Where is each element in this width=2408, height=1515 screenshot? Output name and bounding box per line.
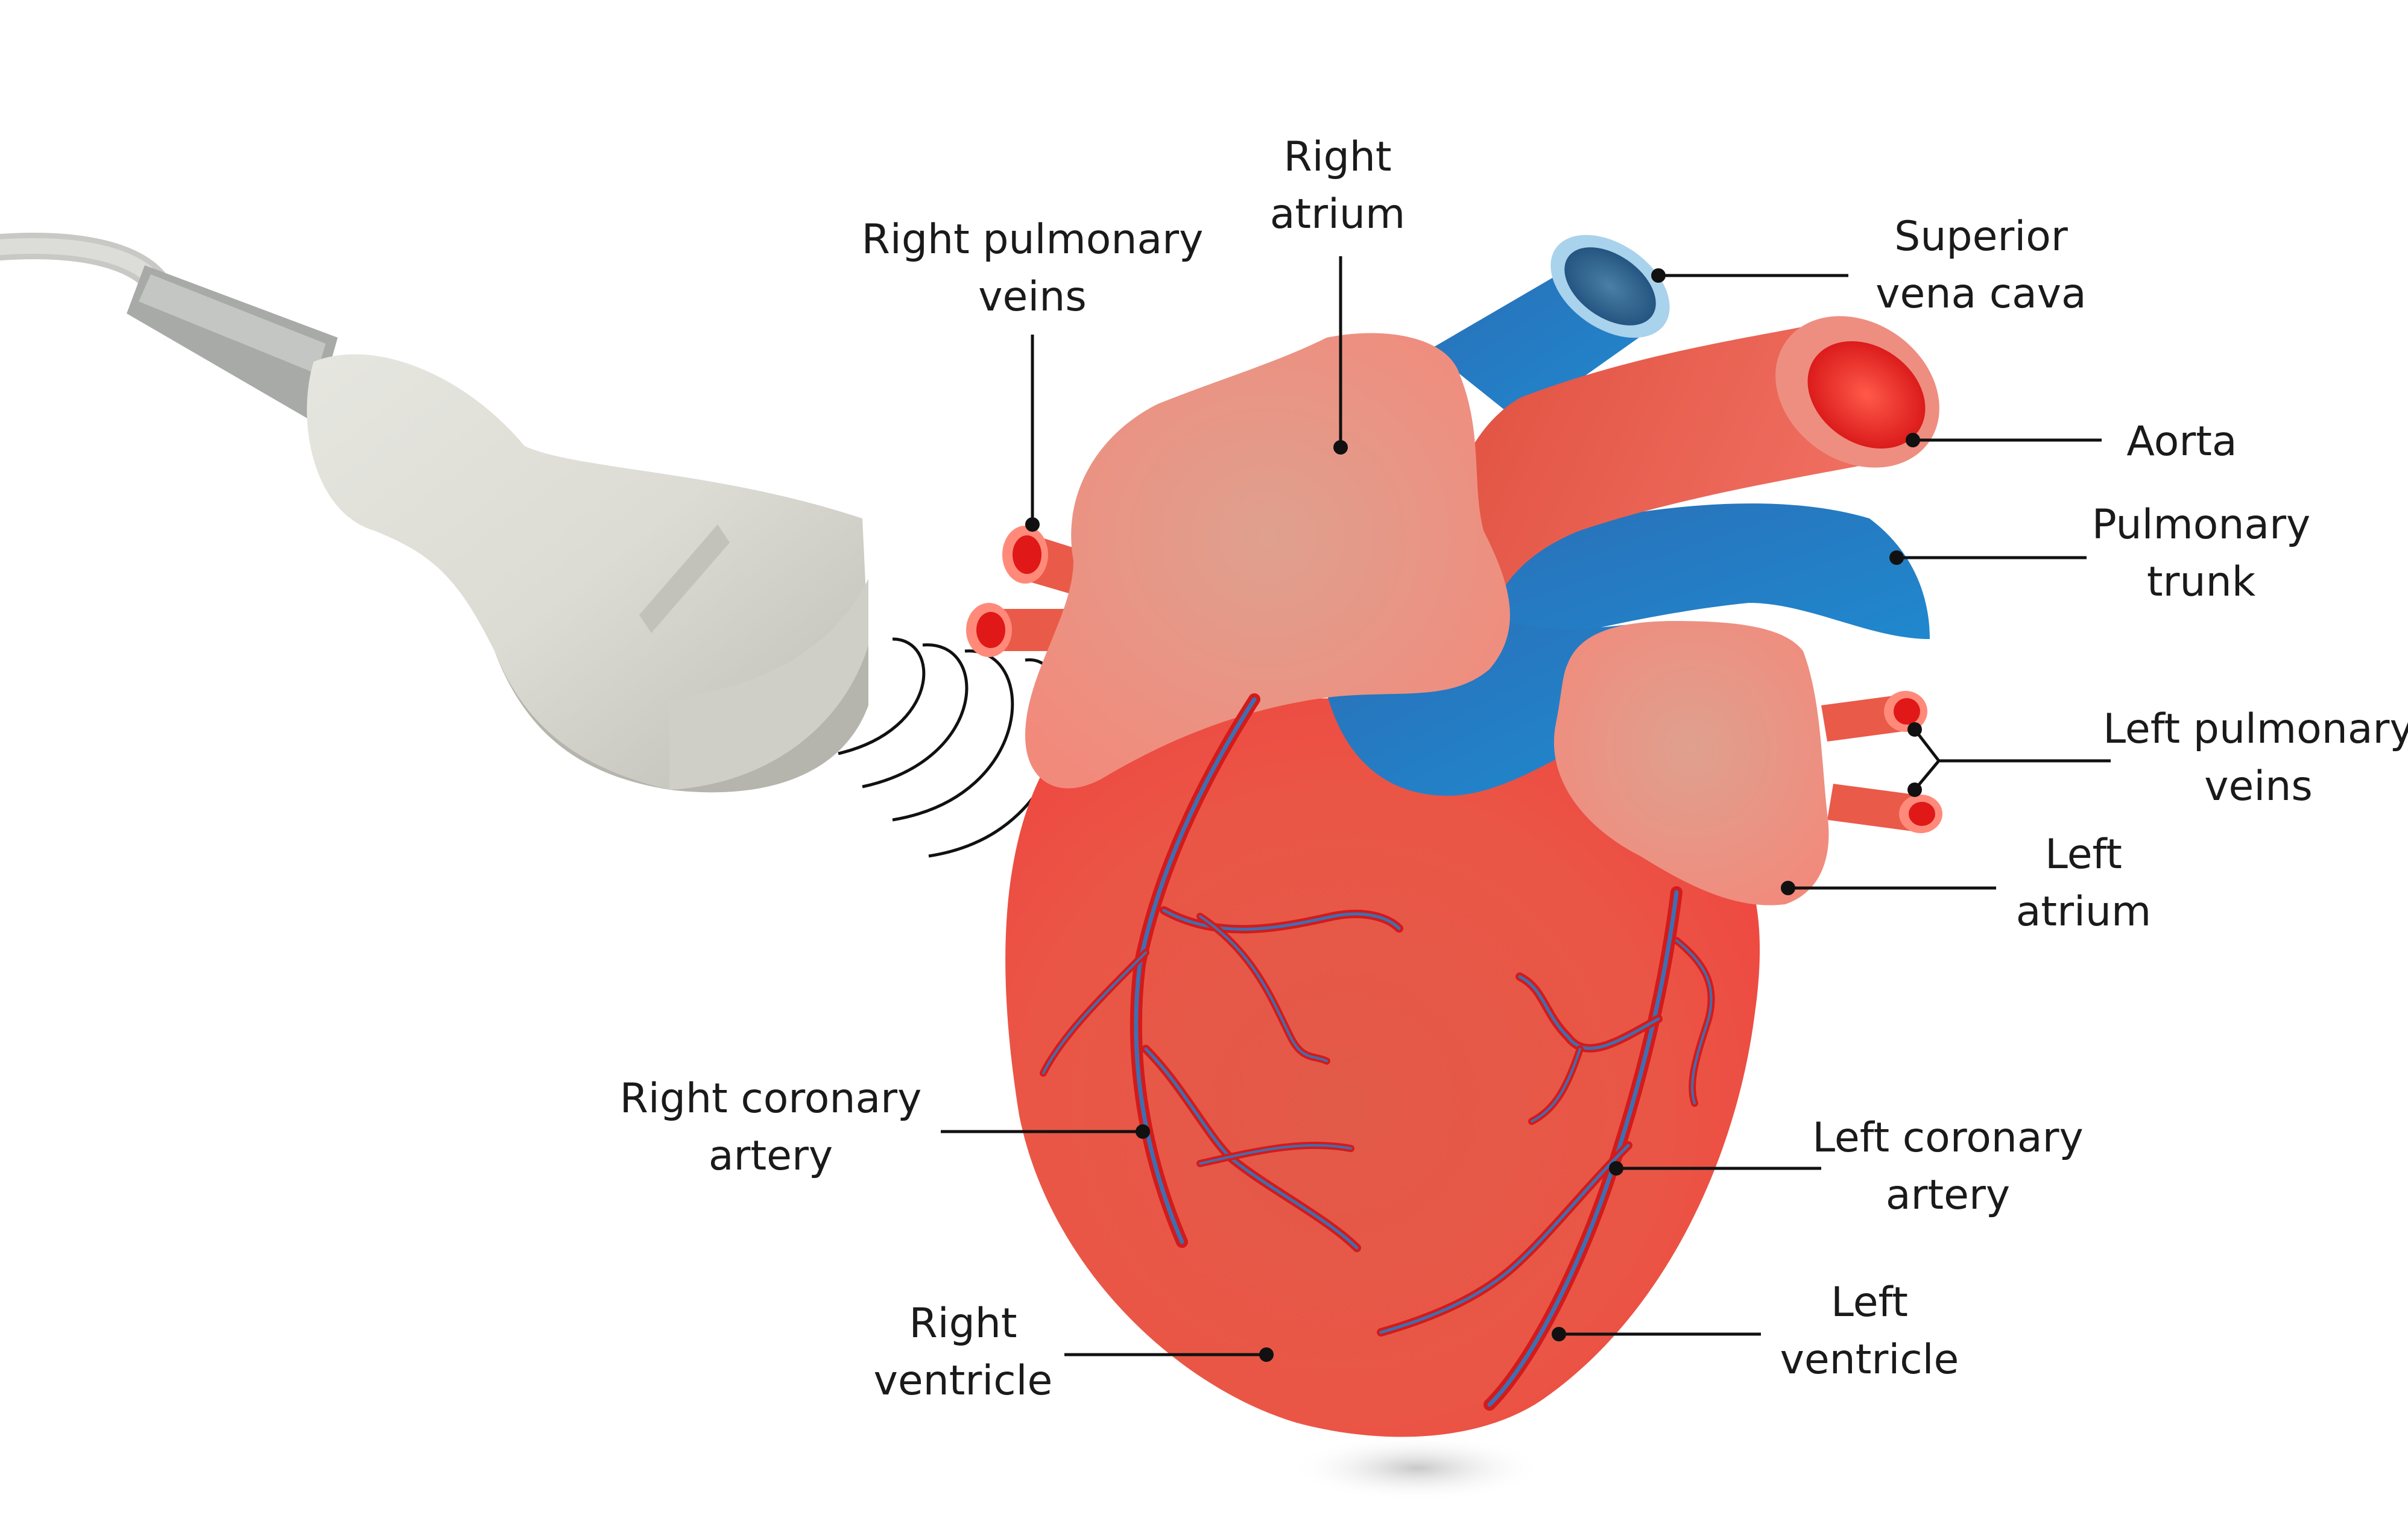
- label-line-1: Left: [1831, 1279, 1908, 1326]
- leader-dot: [1136, 1124, 1150, 1139]
- leader-dot: [1025, 517, 1040, 532]
- label-line-1: Left: [2045, 831, 2122, 878]
- label-line-1: Left pulmonary: [2103, 705, 2408, 753]
- label-line-1: Right pulmonary: [862, 216, 1204, 263]
- leader-dot: [1259, 1347, 1274, 1362]
- label-line-2: ventricle: [1780, 1336, 1959, 1384]
- label-line-1: Pulmonary: [2092, 501, 2311, 549]
- label-line-2: ventricle: [874, 1357, 1053, 1405]
- leader-dot: [1907, 722, 1922, 737]
- leader-dot: [1651, 268, 1666, 283]
- label-left-coronary-artery: Left coronary artery: [1609, 1114, 2084, 1219]
- label-line-1: Superior: [1894, 213, 2068, 260]
- ultrasound-probe-icon: [0, 233, 868, 793]
- leader-dot: [1889, 550, 1904, 565]
- label-line-2: atrium: [1270, 191, 1406, 238]
- label-line-2: artery: [709, 1132, 833, 1180]
- label-line-2: artery: [1886, 1171, 2010, 1219]
- label-right-atrium: Right atrium: [1270, 133, 1406, 455]
- leader-bracket: [1913, 728, 1941, 791]
- label-left-pulmonary-veins: Left pulmonary veins: [1907, 705, 2408, 810]
- label-left-ventricle: Left ventricle: [1552, 1279, 1959, 1384]
- label-left-atrium: Left atrium: [1781, 831, 2151, 936]
- leader-dot: [1906, 433, 1920, 447]
- leader-dot: [1781, 881, 1795, 895]
- label-right-pulmonary-veins: Right pulmonary veins: [862, 216, 1204, 532]
- label-line-2: trunk: [2147, 558, 2256, 606]
- label-line-1: Right: [1283, 133, 1391, 181]
- label-aorta: Aorta: [1906, 418, 2237, 465]
- label-line-2: vena cava: [1876, 270, 2086, 318]
- label-line-2: atrium: [2016, 888, 2152, 936]
- heart-illustration: [966, 235, 1942, 1501]
- label-pulmonary-trunk: Pulmonary trunk: [1889, 501, 2310, 606]
- label-right-ventricle: Right ventricle: [874, 1300, 1274, 1405]
- label-line-1: Aorta: [2126, 418, 2237, 465]
- leader-dot: [1552, 1327, 1566, 1341]
- label-line-1: Left coronary: [1812, 1114, 2084, 1162]
- label-line-2: veins: [2204, 763, 2313, 810]
- label-right-coronary-artery: Right coronary artery: [620, 1075, 1150, 1180]
- label-superior-vena-cava: Superior vena cava: [1651, 213, 2087, 318]
- label-line-1: Right coronary: [620, 1075, 922, 1123]
- leader-dot: [1907, 783, 1922, 797]
- leader-dot: [1333, 440, 1348, 455]
- label-line-1: Right: [909, 1300, 1017, 1347]
- label-line-2: veins: [978, 273, 1087, 321]
- leader-dot: [1609, 1161, 1623, 1176]
